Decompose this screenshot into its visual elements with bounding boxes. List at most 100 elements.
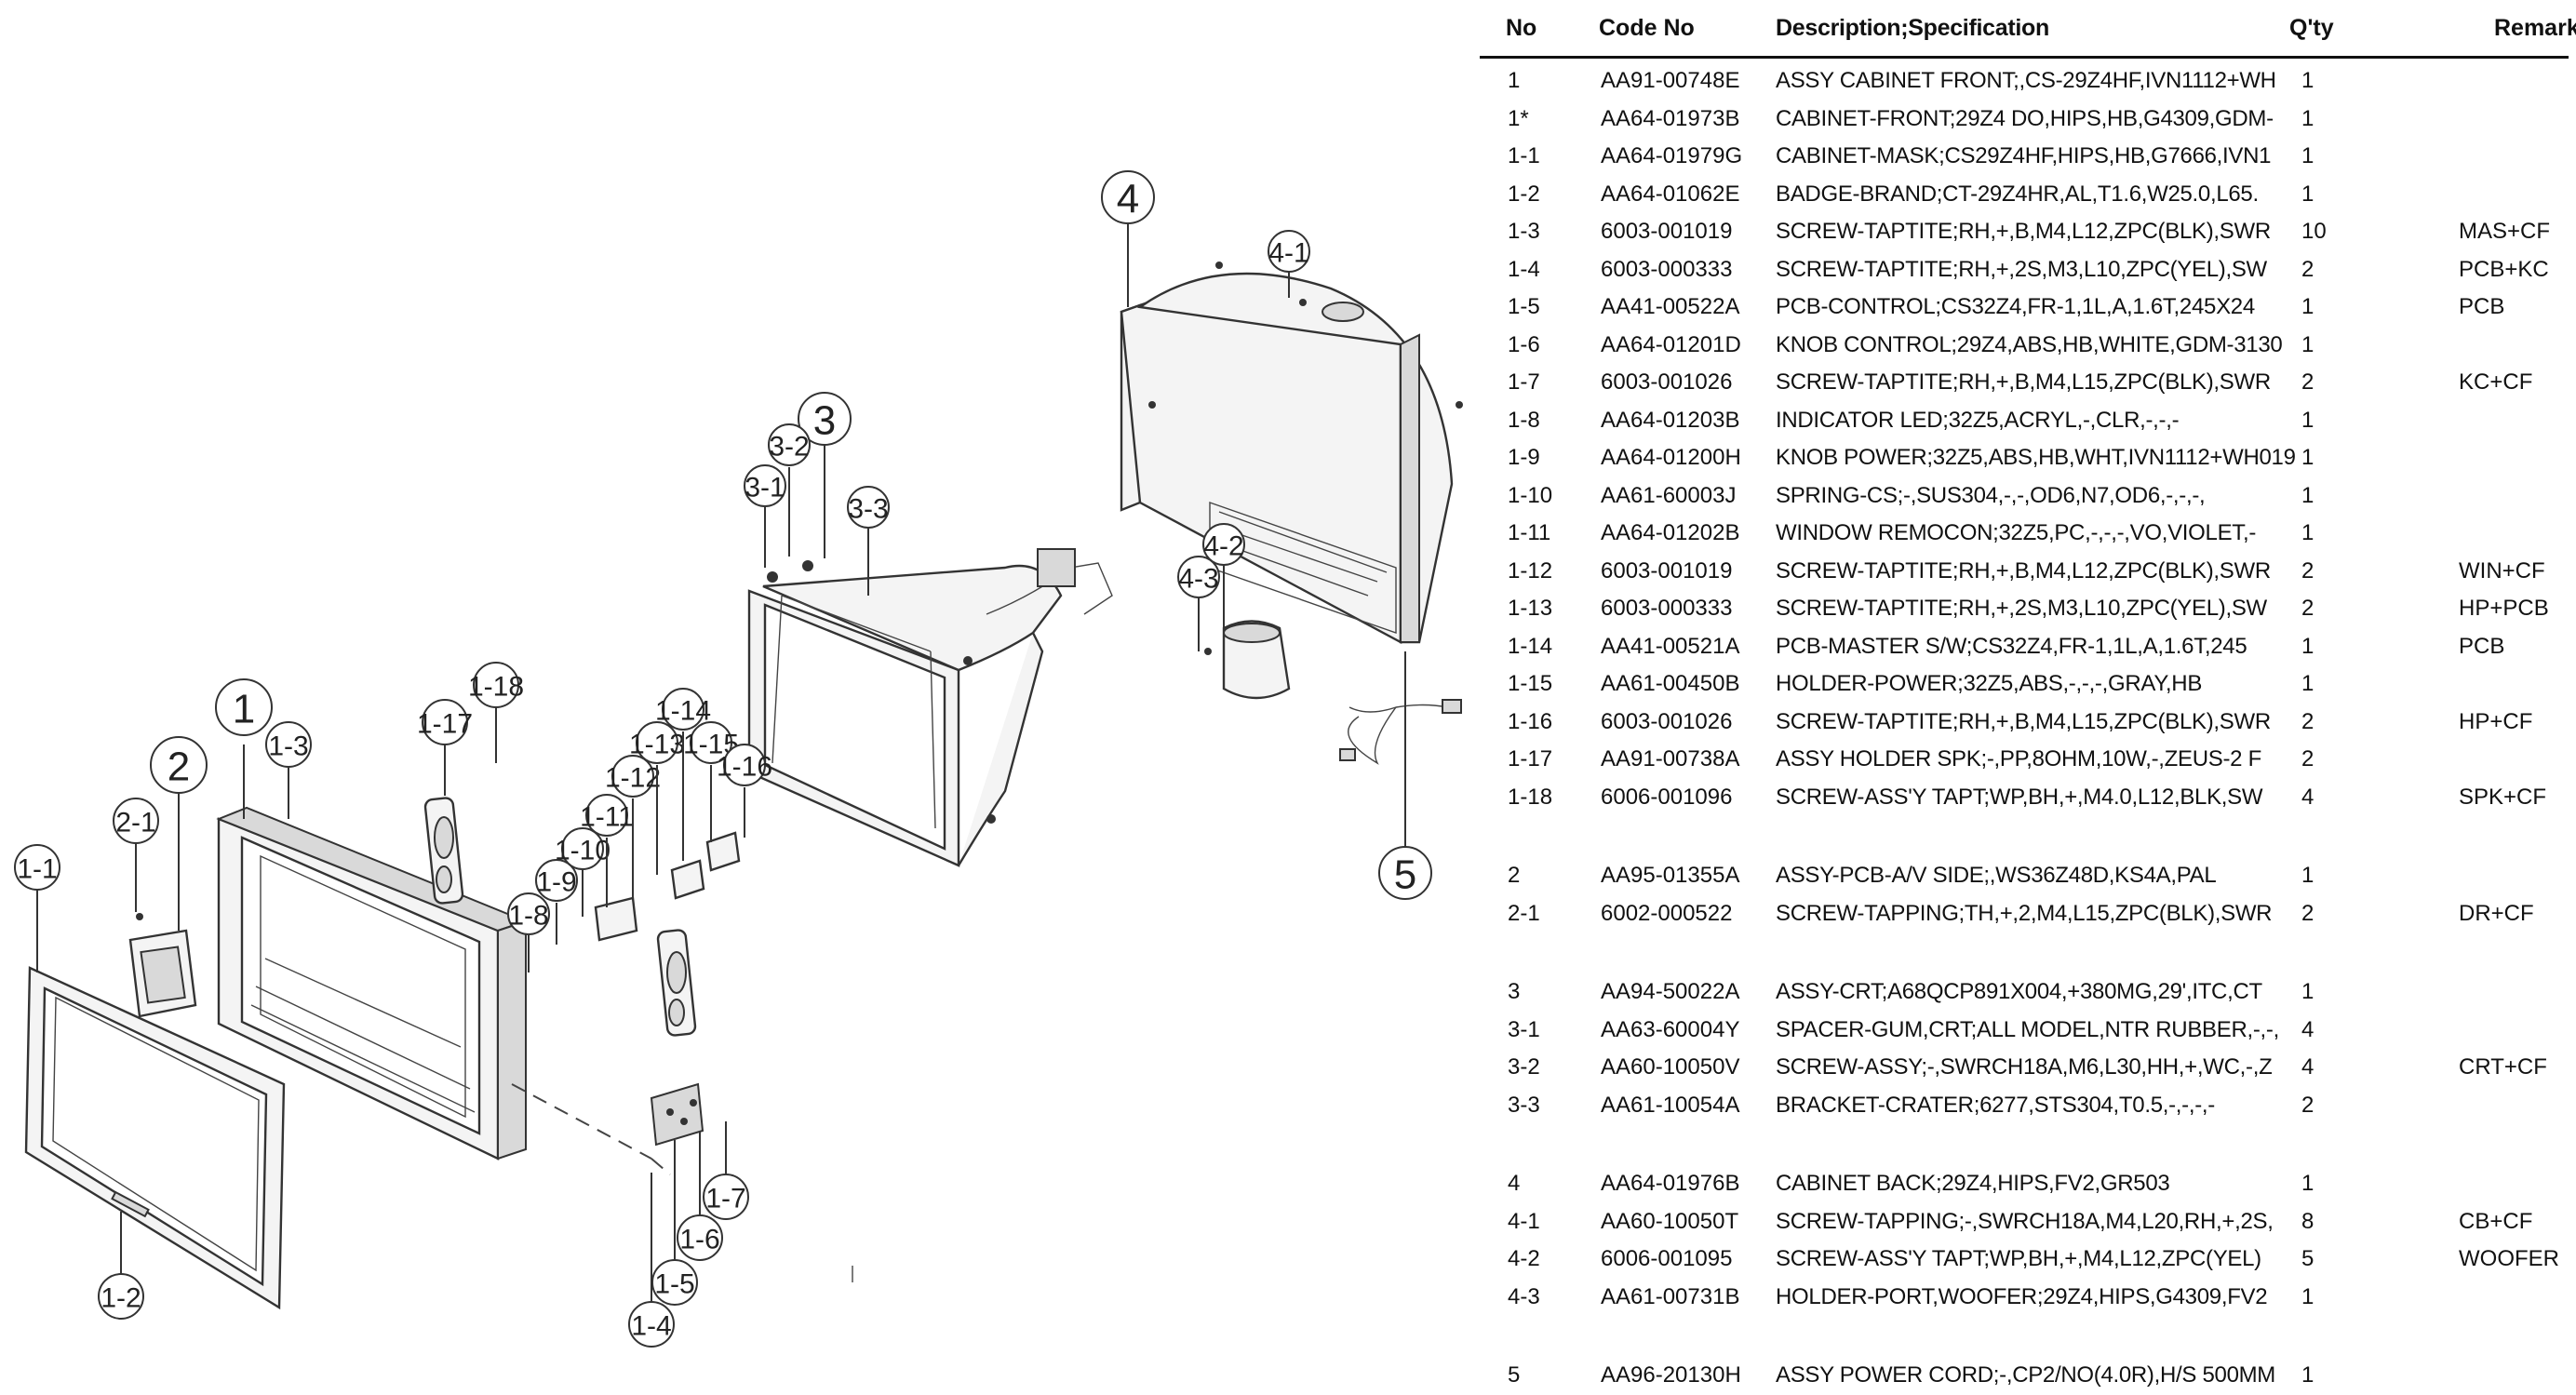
- table-spacer: [1480, 1316, 2569, 1357]
- cell-code-no: AA96-20130H: [1601, 1362, 1741, 1388]
- cell-code-no: AA64-01979G: [1601, 143, 1743, 168]
- cell-code-no: 6003-001026: [1601, 369, 1733, 395]
- cell-no: 1: [1508, 68, 1521, 93]
- cell-code-no: AA60-10050T: [1601, 1208, 1739, 1234]
- header-remark: Remark: [2494, 15, 2576, 41]
- cell-no: 2: [1508, 863, 1521, 888]
- cell-description: INDICATOR LED;32Z5,ACRYL,-,CLR,-,-,-: [1776, 407, 2180, 433]
- header-code-no: Code No: [1599, 15, 1695, 41]
- svg-text:1: 1: [233, 687, 255, 732]
- table-header: No Code No Description;Specification Q't…: [1480, 0, 2576, 59]
- cell-code-no: 6006-001096: [1601, 784, 1733, 810]
- cell-description: KNOB POWER;32Z5,ABS,HB,WHT,IVN1112+WH019: [1776, 445, 2296, 470]
- svg-text:1-18: 1-18: [468, 672, 524, 703]
- cell-code-no: AA63-60004Y: [1601, 1016, 1740, 1042]
- cell-remark: MAS+CF: [2459, 219, 2551, 244]
- svg-text:5: 5: [1394, 852, 1416, 898]
- cell-qty: 1: [2301, 482, 2314, 508]
- control-pcb-part: [594, 831, 741, 1147]
- header-qty: Q'ty: [2289, 15, 2334, 41]
- cell-code-no: AA64-01201D: [1601, 331, 1741, 357]
- cell-no: 1-7: [1508, 369, 1540, 395]
- cell-description: HOLDER-PORT,WOOFER;29Z4,HIPS,G4309,FV2: [1776, 1283, 2268, 1309]
- cell-remark: HP+PCB: [2459, 596, 2549, 621]
- callout-3-2: 3-2: [768, 423, 811, 557]
- callout-2: 2: [150, 736, 208, 931]
- cell-remark: WOOFER: [2459, 1246, 2559, 1271]
- callout-1: 1: [215, 678, 273, 819]
- cell-description: ASSY-PCB-A/V SIDE;,WS36Z48D,KS4A,PAL: [1776, 863, 2217, 888]
- svg-text:1-16: 1-16: [717, 752, 772, 783]
- svg-text:1-4: 1-4: [631, 1311, 671, 1342]
- cell-qty: 1: [2301, 294, 2314, 319]
- cell-qty: 2: [2301, 1092, 2314, 1118]
- cell-qty: 10: [2301, 219, 2327, 244]
- cell-no: 1-4: [1508, 256, 1540, 282]
- cell-qty: 1: [2301, 1362, 2314, 1388]
- cell-qty: 1: [2301, 445, 2314, 470]
- cell-qty: 1: [2301, 979, 2314, 1004]
- svg-text:4: 4: [1117, 177, 1139, 222]
- cell-code-no: 6003-001019: [1601, 219, 1733, 244]
- callout-1-17: 1-17: [417, 699, 473, 796]
- cell-code-no: 6002-000522: [1601, 900, 1733, 926]
- cell-qty: 1: [2301, 671, 2314, 696]
- svg-text:2-1: 2-1: [115, 808, 155, 838]
- cell-code-no: AA64-01973B: [1601, 105, 1740, 131]
- callout-1-12: 1-12: [605, 755, 661, 898]
- svg-text:3-2: 3-2: [769, 432, 809, 463]
- cell-no: 1-10: [1508, 482, 1553, 508]
- table-spacer: [1480, 1124, 2569, 1165]
- table-row: 2 AA95-01355A ASSY-PCB-A/V SIDE;,WS36Z48D,…: [1480, 857, 2569, 895]
- cell-no: 3-1: [1508, 1016, 1540, 1042]
- cell-code-no: AA64-01203B: [1601, 407, 1740, 433]
- cell-qty: 4: [2301, 1016, 2314, 1042]
- svg-text:1-14: 1-14: [655, 696, 711, 727]
- cell-no: 1-9: [1508, 445, 1540, 470]
- exploded-view-diagram: 1 1-1 1-2 1-3 1-4 1-5 1-6 1-7 1-8: [14, 170, 1463, 1348]
- cell-description: BRACKET-CRATER;6277,STS304,T0.5,-,-,-,-: [1776, 1092, 2215, 1118]
- svg-text:4-3: 4-3: [1178, 564, 1218, 595]
- cell-description: SCREW-TAPPING;TH,+,2,M4,L15,ZPC(BLK),SWR: [1776, 900, 2273, 926]
- svg-text:1-8: 1-8: [508, 901, 548, 932]
- cell-qty: 4: [2301, 784, 2314, 810]
- cell-description: CABINET-MASK;CS29Z4HF,HIPS,HB,G7666,IVN1: [1776, 143, 2272, 168]
- svg-text:1-3: 1-3: [268, 731, 308, 762]
- callout-1-14: 1-14: [655, 688, 711, 861]
- cell-code-no: AA61-60003J: [1601, 482, 1737, 508]
- callout-1-6: 1-6: [677, 1131, 723, 1261]
- cell-code-no: AA95-01355A: [1601, 863, 1740, 888]
- cell-qty: 1: [2301, 181, 2314, 207]
- cell-qty: 1: [2301, 1171, 2314, 1196]
- svg-text:1-1: 1-1: [17, 854, 57, 885]
- callout-4: 4: [1101, 170, 1155, 307]
- svg-text:2: 2: [168, 744, 190, 790]
- callout-1-5: 1-5: [651, 1140, 698, 1306]
- cell-description: ASSY CABINET FRONT;,CS-29Z4HF,IVN1112+WH: [1776, 68, 2276, 93]
- power-cord-part: [1339, 699, 1462, 765]
- cell-remark: KC+CF: [2459, 369, 2533, 395]
- cell-description: ASSY POWER CORD;-,CP2/NO(4.0R),H/S 500MM: [1776, 1362, 2276, 1388]
- callout-1-10: 1-10: [555, 827, 610, 917]
- cell-no: 3-3: [1508, 1092, 1540, 1118]
- svg-text:1-6: 1-6: [679, 1225, 719, 1255]
- cell-no: 4-2: [1508, 1246, 1540, 1271]
- cell-code-no: 6003-001019: [1601, 557, 1733, 583]
- svg-text:1-12: 1-12: [605, 763, 661, 794]
- cell-description: SCREW-TAPTITE;RH,+,B,M4,L12,ZPC(BLK),SWR: [1776, 557, 2271, 583]
- callout-1-2: 1-2: [98, 1212, 144, 1320]
- cell-code-no: AA41-00521A: [1601, 633, 1740, 659]
